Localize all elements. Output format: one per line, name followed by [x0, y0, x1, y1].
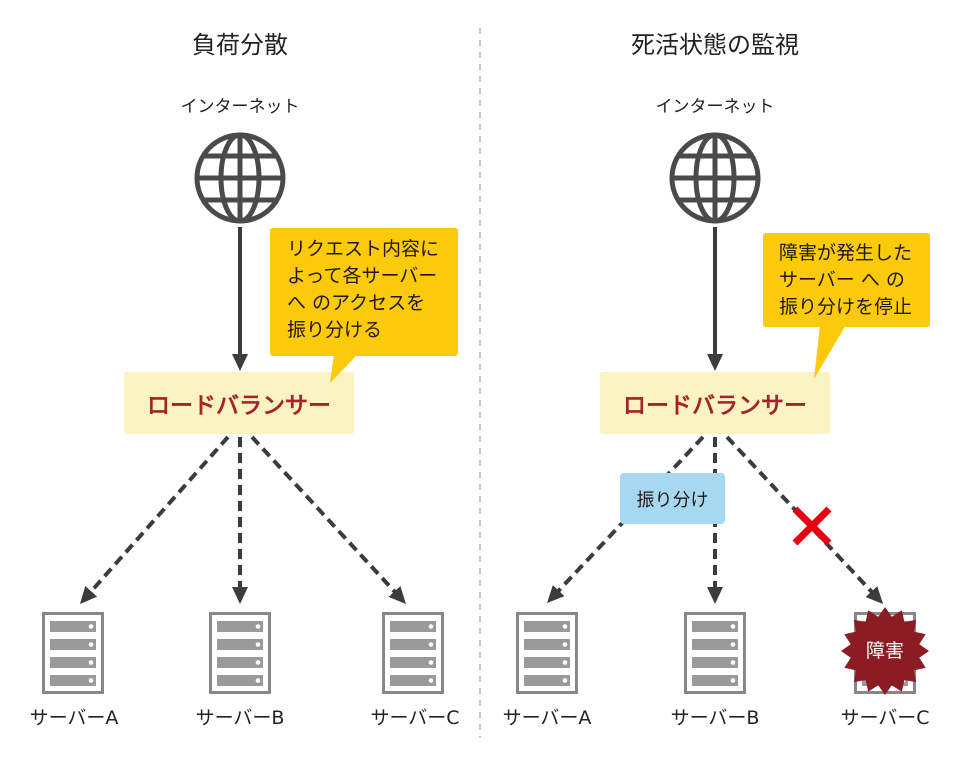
server-b-icon: [684, 612, 746, 694]
distribution-label: 振り分け: [636, 489, 709, 511]
callout-line: 振り分けを停止: [779, 296, 913, 318]
callout-bubble: [763, 233, 930, 379]
callout-line: サーバー へ の: [779, 269, 905, 291]
load-balancing-panel: [42, 135, 458, 694]
globe-icon: [672, 135, 758, 221]
globe-icon: [197, 135, 283, 221]
server-a-icon: [516, 612, 578, 694]
server-a-label: サーバーA: [29, 707, 119, 729]
failure-badge-label: 障害: [865, 640, 904, 662]
callout-line: よって各サーバー: [287, 265, 438, 287]
server-a-label: サーバーA: [502, 707, 592, 729]
callout-text: リクエスト内容に よって各サーバー へ のアクセスを 振り分ける: [287, 236, 439, 344]
server-b-label: サーバーB: [195, 707, 285, 729]
load-balancer-box: [600, 372, 830, 434]
callout-text: 障害が発生した サーバー へ の 振り分けを停止: [779, 240, 912, 321]
callout-line: へ のアクセスを: [287, 292, 426, 314]
distribution-arrow-to-server-c: [725, 435, 884, 605]
callout-line: 振り分ける: [287, 319, 383, 341]
server-b-label: サーバーB: [670, 707, 760, 729]
panel-title: 負荷分散: [192, 31, 288, 59]
server-c-label: サーバーC: [370, 707, 460, 729]
callout-line: リクエスト内容に: [287, 238, 440, 260]
health-monitoring-panel: [516, 135, 930, 695]
distribution-arrow-to-server-a: [547, 435, 705, 603]
callout-bubble: [270, 228, 458, 383]
internet-label: インターネット: [655, 97, 775, 117]
blocked-cross-icon: [792, 506, 832, 546]
load-balancer-box: [124, 372, 354, 434]
load-balancer-label: ロードバランサー: [623, 393, 807, 419]
distribution-arrow-to-server-c: [250, 435, 406, 604]
distribution-arrow-to-server-a: [79, 435, 230, 604]
callout-line: 障害が発生した: [779, 242, 913, 264]
server-b-icon: [209, 612, 271, 694]
internet-label: インターネット: [180, 97, 300, 117]
server-a-icon: [42, 612, 104, 694]
panel-title: 死活状態の監視: [631, 31, 799, 59]
load-balancer-label: ロードバランサー: [147, 393, 331, 419]
server-c-icon: [382, 612, 444, 694]
failure-starburst-icon: [841, 607, 929, 695]
distribution-label-box: [620, 473, 725, 524]
server-c-label: サーバーC: [840, 707, 930, 729]
